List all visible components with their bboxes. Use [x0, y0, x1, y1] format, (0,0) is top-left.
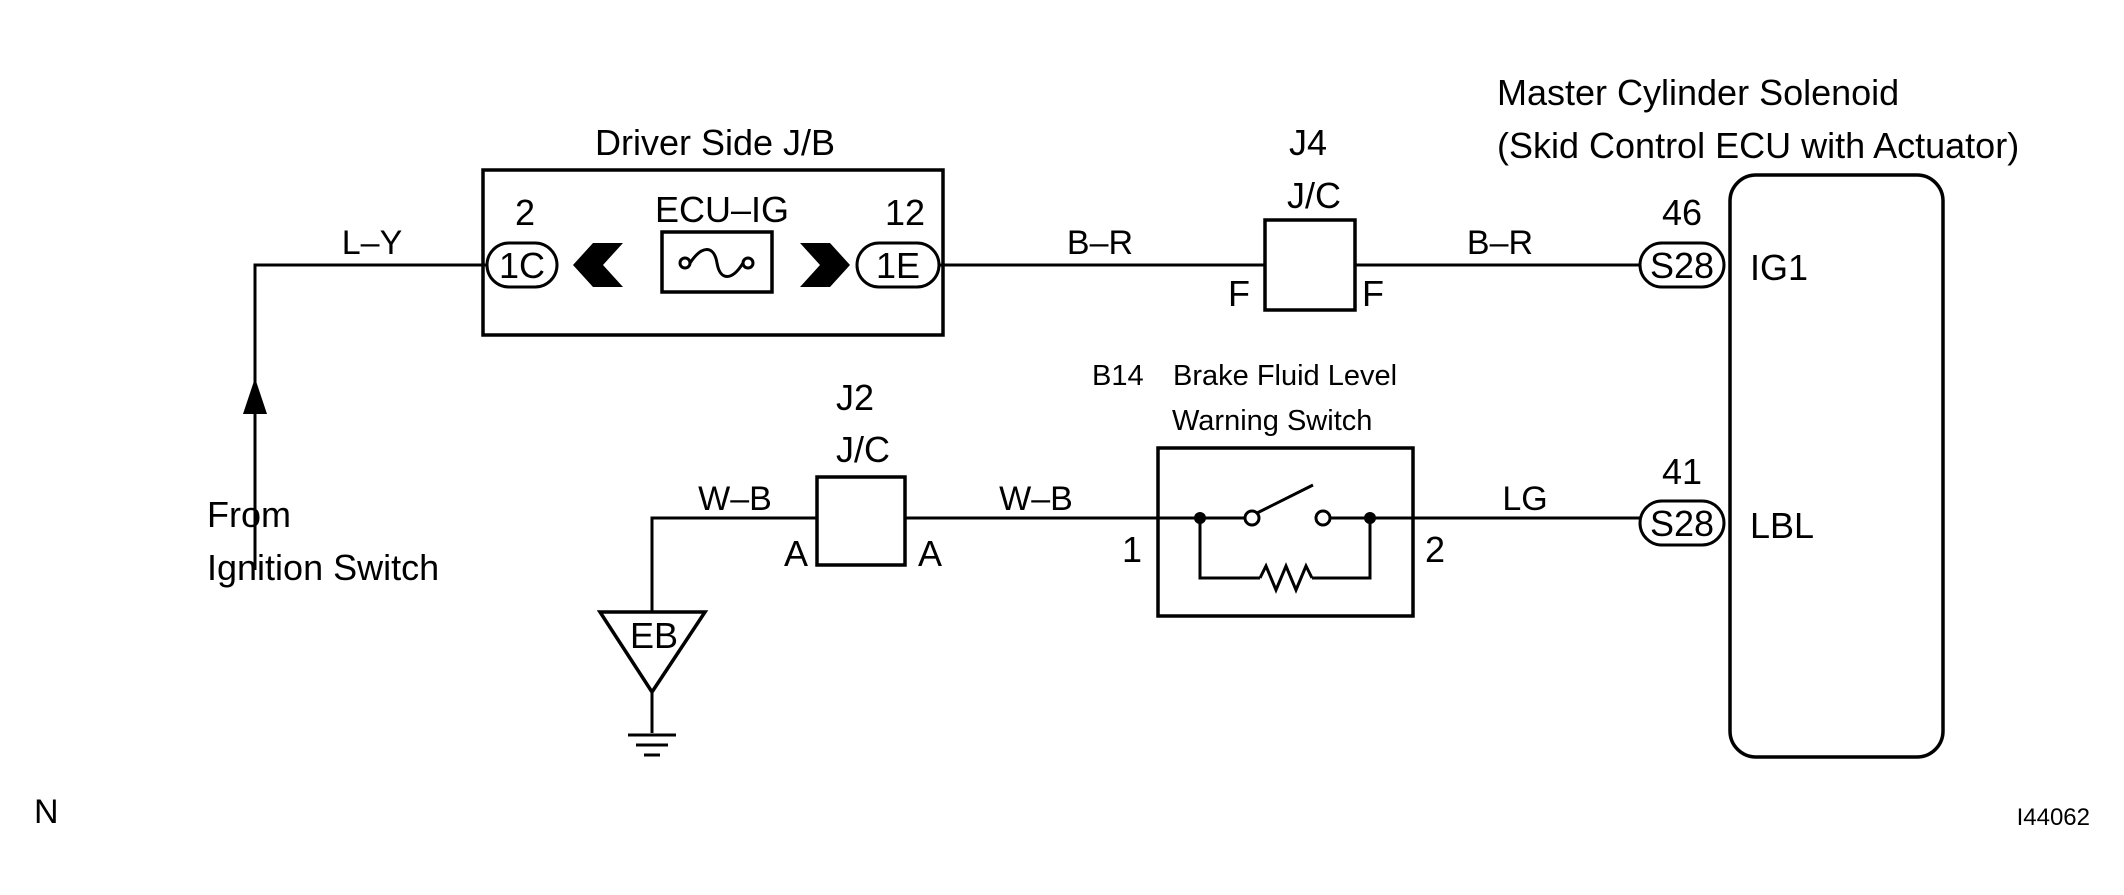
- ground-label: EB: [630, 615, 678, 656]
- switch-pin-right: 2: [1425, 529, 1445, 570]
- wire-label-switch-to-ecu: LG: [1502, 480, 1547, 518]
- j4-left-terminal: F: [1228, 273, 1250, 314]
- j2-left-terminal: A: [784, 533, 808, 574]
- connector-s28-top: [1638, 241, 1726, 289]
- driver-jb-title: Driver Side J/B: [595, 122, 835, 163]
- driver-jb-box: [481, 168, 945, 337]
- j4-box: [1263, 218, 1357, 312]
- switch-name-line1: Brake Fluid Level: [1173, 360, 1397, 392]
- j2-box: [815, 475, 907, 567]
- ecu-title-line2: (Skid Control ECU with Actuator): [1497, 125, 2019, 166]
- ecu-pin-bottom: 41: [1662, 451, 1702, 492]
- switch-name-line2: Warning Switch: [1172, 405, 1372, 437]
- fuse-icon: [678, 248, 755, 278]
- connector-1c: [485, 241, 559, 289]
- connector-s28-bottom: [1638, 499, 1726, 547]
- j2-id: J2: [836, 377, 874, 418]
- connector-s28-bottom-label: S28: [1650, 503, 1714, 544]
- switch-id: B14: [1092, 360, 1144, 392]
- connector-1e-label: 1E: [876, 245, 920, 286]
- driver-jb-right-pin: 12: [885, 192, 925, 233]
- driver-jb-left-pin: 2: [515, 192, 535, 233]
- ignition-wire: [253, 263, 487, 570]
- ground-icon: [628, 692, 676, 757]
- wire-label-jb-to-j4: B–R: [1067, 224, 1133, 262]
- corner-mark: N: [34, 793, 59, 831]
- ecu-terminal-lbl: LBL: [1750, 505, 1814, 546]
- wire-label-j2-to-switch: W–B: [999, 480, 1073, 518]
- figure-id: I44062: [2017, 804, 2090, 831]
- ecu-box: [1728, 173, 1945, 759]
- ecu-terminal-ig1: IG1: [1750, 247, 1808, 288]
- right-chevron-icon: [800, 243, 850, 287]
- j2-type: J/C: [836, 429, 890, 470]
- j4-type: J/C: [1287, 175, 1341, 216]
- ecu-title-line1: Master Cylinder Solenoid: [1497, 72, 1899, 113]
- up-arrow-icon: [243, 378, 267, 414]
- source-line2: Ignition Switch: [207, 547, 439, 588]
- source-line1: From: [207, 494, 291, 535]
- switch-pin-left: 1: [1122, 529, 1142, 570]
- j4-right-terminal: F: [1362, 273, 1384, 314]
- connector-1c-label: 1C: [499, 245, 545, 286]
- fuse-label: ECU–IG: [655, 189, 789, 230]
- j4-id: J4: [1289, 122, 1327, 163]
- fuse-box: [660, 230, 774, 294]
- switch-contact-icon: [1194, 483, 1376, 527]
- ground-triangle: [596, 610, 709, 696]
- resistor-icon: [1198, 518, 1372, 594]
- connector-s28-top-label: S28: [1650, 245, 1714, 286]
- switch-box: [1156, 446, 1415, 618]
- left-chevron-icon: [573, 243, 623, 287]
- ecu-pin-top: 46: [1662, 192, 1702, 233]
- j2-right-terminal: A: [918, 533, 942, 574]
- wire-label-ground-to-j2: W–B: [698, 480, 772, 518]
- wire-label-ignition: L–Y: [342, 224, 403, 262]
- wire-ground-to-j2: [650, 516, 817, 612]
- wire-label-j4-to-ecu: B–R: [1467, 224, 1533, 262]
